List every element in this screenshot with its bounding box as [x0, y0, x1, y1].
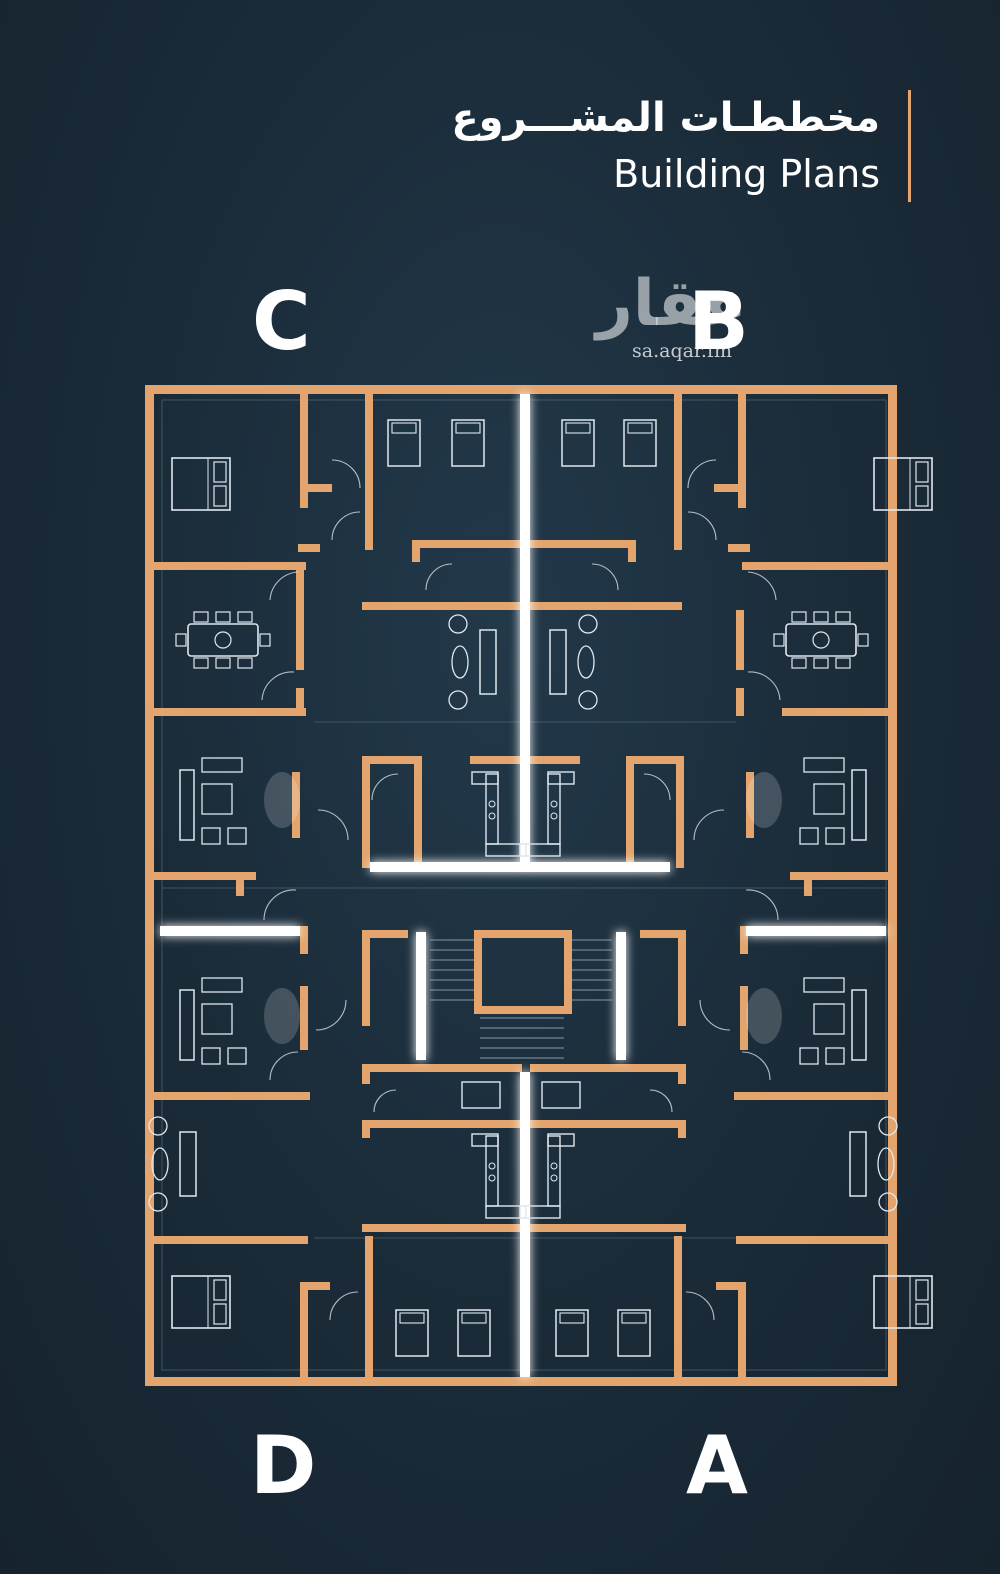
door-swings	[261, 459, 781, 1321]
header: مخططـات المشـــروع Building Plans	[451, 92, 880, 198]
stairs	[430, 939, 612, 1059]
light-strips	[160, 394, 886, 1377]
watermark-logo: عقار	[596, 267, 747, 341]
title-arabic: مخططـات المشـــروع	[451, 95, 880, 141]
watermark-url: sa.aqar.fm	[632, 340, 733, 362]
header-divider	[908, 90, 911, 202]
unit-label-a: A	[686, 1419, 748, 1512]
furniture	[148, 419, 933, 1357]
walls	[145, 385, 897, 1386]
window-glows	[264, 772, 782, 1044]
title-english: Building Plans	[613, 152, 880, 196]
unit-label-d: D	[250, 1419, 317, 1512]
unit-label-c: C	[252, 275, 311, 368]
unit-label-b: B	[688, 275, 749, 368]
